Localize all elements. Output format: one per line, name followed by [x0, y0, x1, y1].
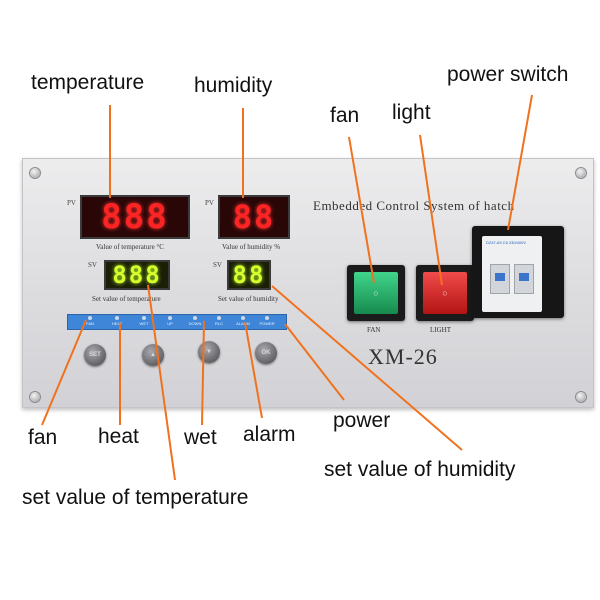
- light-switch-label: LIGHT: [430, 326, 451, 334]
- indicator-led-alarm: [241, 316, 245, 320]
- callout-line-power: [284, 323, 345, 401]
- indicator-label-fan: FAN: [86, 321, 94, 326]
- breaker-body: DZ47-63 C6 230/400V: [482, 236, 542, 312]
- indicator-led-rlc: [217, 316, 221, 320]
- panel-screw: [576, 168, 586, 178]
- callout-alarm: alarm: [243, 423, 296, 446]
- callout-humidity: humidity: [194, 74, 273, 97]
- temp-sv-caption: Set value of temperature: [92, 295, 161, 303]
- callout-heat: heat: [98, 425, 139, 448]
- callout-line-alarm: [244, 321, 263, 419]
- indicator-label-heat: HEAT: [111, 321, 123, 326]
- callout-line-wet: [201, 320, 205, 426]
- breaker-toggle-left: [495, 273, 505, 281]
- indicator-led-fan: [88, 316, 92, 320]
- callout-line-fan-top: [348, 136, 375, 284]
- humidity-sv-display: 88: [227, 260, 271, 290]
- temperature-sv-display: 888: [104, 260, 170, 290]
- power-switch-breaker[interactable]: DZ47-63 C6 230/400V: [472, 226, 564, 318]
- breaker-handle-left[interactable]: [490, 264, 510, 294]
- hum-sv-tag: SV: [213, 261, 222, 269]
- indicator-label-up: UP: [167, 321, 173, 326]
- panel-screw: [30, 392, 40, 402]
- system-title: Embedded Control System of hatch: [313, 198, 515, 213]
- indicator-led-power: [265, 316, 269, 320]
- indicator-led-heat: [115, 316, 119, 320]
- callout-temperature: temperature: [31, 71, 145, 94]
- callout-power-switch: power switch: [447, 63, 569, 86]
- breaker-toggle-right: [519, 273, 529, 281]
- panel-screw: [576, 392, 586, 402]
- indicator-strip: FAN HEAT WET UP DOWN RLC ALARM POWER: [67, 314, 287, 330]
- callout-light: light: [392, 101, 431, 124]
- light-rocker-switch[interactable]: ○: [416, 265, 474, 321]
- breaker-label: DZ47-63 C6 230/400V: [486, 240, 527, 245]
- callout-line-light: [419, 134, 443, 286]
- callout-set-value-humidity: set value of humidity: [324, 458, 516, 481]
- indicator-led-up: [168, 316, 172, 320]
- indicator-led-wet: [142, 316, 146, 320]
- temp-pv-caption: Value of temperature °C: [96, 243, 164, 251]
- ok-button[interactable]: OK: [255, 342, 277, 364]
- callout-fan-top: fan: [330, 104, 360, 127]
- temp-sv-tag: SV: [88, 261, 97, 269]
- callout-line-set-temperature: [147, 284, 176, 481]
- callout-fan-bottom: fan: [28, 426, 58, 449]
- panel-screw: [30, 168, 40, 178]
- hum-pv-tag: PV: [205, 199, 214, 207]
- hum-pv-caption: Value of humidity %: [222, 243, 281, 251]
- callout-set-value-temperature: set value of temperature: [22, 486, 249, 509]
- breaker-handle-right[interactable]: [514, 264, 534, 294]
- fan-switch-face: ○: [354, 272, 398, 314]
- model-number: XM-26: [368, 344, 438, 369]
- indicator-label-down: DOWN: [188, 321, 202, 326]
- callout-power: power: [333, 409, 391, 432]
- callout-wet: wet: [184, 426, 217, 449]
- callout-line-power-switch: [507, 94, 533, 231]
- indicator-label-alarm: ALARM: [236, 321, 250, 326]
- set-button[interactable]: SET: [84, 344, 106, 366]
- indicator-label-wet: WET: [139, 321, 149, 326]
- light-switch-face: ○: [423, 272, 467, 314]
- indicator-label-power: POWER: [259, 321, 275, 326]
- temp-pv-tag: PV: [67, 199, 76, 207]
- callout-line-set-humidity: [271, 285, 463, 451]
- temperature-pv-display: 888: [80, 195, 190, 239]
- fan-rocker-switch[interactable]: ○: [347, 265, 405, 321]
- fan-switch-label: FAN: [367, 326, 381, 334]
- humidity-pv-display: 88: [218, 195, 290, 239]
- callout-line-fan-bottom: [41, 319, 87, 426]
- indicator-led-down: [193, 316, 197, 320]
- indicator-label-rlc: RLC: [214, 321, 224, 326]
- hum-sv-caption: Set value of humidity: [218, 295, 279, 303]
